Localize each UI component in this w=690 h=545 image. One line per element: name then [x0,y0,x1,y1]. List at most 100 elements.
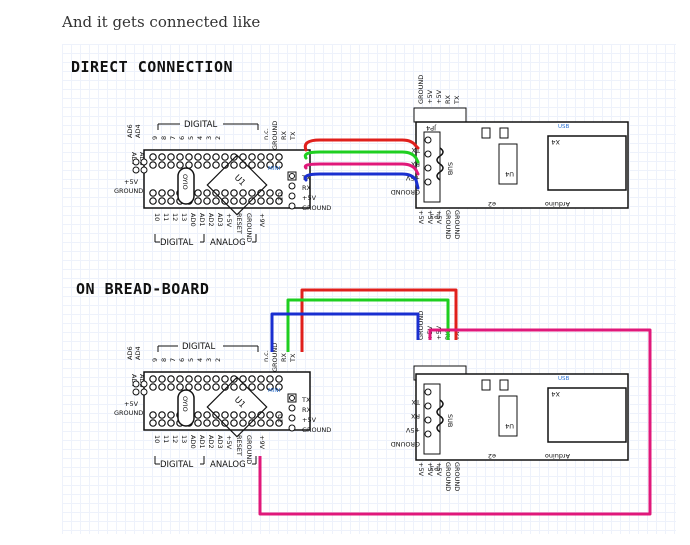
svg-text:GROUND: GROUND [245,435,253,464]
svg-text:GROUND: GROUND [114,409,143,417]
intro-text: And it gets connected like [62,13,261,31]
svg-text:e2: e2 [488,200,496,208]
mini-label: MINI [268,166,280,172]
breadboard-title: ON BREAD-BOARD [76,280,209,298]
svg-text:4: 4 [196,358,204,362]
svg-text:9: 9 [151,358,159,362]
svg-text:USB: USB [558,124,570,130]
usb-adapter-board-2: GROUND +5V +5V RX TX USB X4 JP3 SUB U4 e… [391,311,629,491]
svg-text:DIGITAL: DIGITAL [160,460,193,470]
svg-text:AD5: AD5 [138,374,146,388]
svg-text:5: 5 [187,136,195,140]
breadboard-wires [258,288,652,516]
svg-text:11: 11 [162,435,170,443]
svg-text:+5V: +5V [426,210,434,225]
svg-text:OYIO: OYIO [181,174,189,190]
wire-rx-breadboard [286,298,450,352]
digital-header-bottom: DIGITAL [160,238,193,248]
svg-text:JP3: JP3 [430,212,441,220]
svg-text:9: 9 [151,136,159,140]
arduino-mini-board-2: DIGITAL 9 8 7 6 5 4 3 2 n.c. GROUND RX T… [114,342,331,470]
svg-text:+5V: +5V [225,435,233,450]
svg-text:U4: U4 [505,170,514,178]
svg-text:AD7: AD7 [130,152,138,166]
wire-gnd-breadboard [270,312,420,352]
svg-text:U2: U2 [276,414,284,423]
svg-text:+5V: +5V [124,400,139,408]
svg-text:11: 11 [162,213,170,221]
svg-text:GROUND: GROUND [444,462,452,491]
svg-text:U4: U4 [505,422,514,430]
svg-text:SUB: SUB [446,162,454,175]
svg-text:MINI: MINI [268,388,280,394]
svg-text:+5V: +5V [225,213,233,228]
svg-text:GROUND: GROUND [245,213,253,242]
svg-text:7: 7 [169,358,177,362]
svg-text:DIGITAL: DIGITAL [182,342,215,352]
svg-text:AD4: AD4 [134,124,142,138]
svg-text:2: 2 [214,136,222,140]
svg-text:+5V: +5V [302,194,317,202]
svg-text:2: 2 [214,358,222,362]
svg-text:+5V: +5V [435,462,443,477]
svg-text:6: 6 [178,358,186,362]
wire-vcc-breadboard [258,328,652,516]
svg-text:7: 7 [169,136,177,140]
svg-text:GROUND: GROUND [271,121,279,150]
svg-text:GROUND: GROUND [302,426,331,434]
svg-text:GROUND: GROUND [391,188,420,196]
svg-text:+5V: +5V [124,178,139,186]
svg-text:TX: TX [289,131,297,141]
svg-text:GROUND: GROUND [271,343,279,372]
svg-text:Arduino: Arduino [545,452,570,460]
svg-text:+5V: +5V [302,416,317,424]
svg-text:RX: RX [410,412,420,420]
svg-text:AD1: AD1 [198,435,206,449]
svg-text:+5V: +5V [435,210,443,225]
svg-text:AD3: AD3 [216,213,224,227]
svg-text:12: 12 [171,435,179,443]
svg-text:GROUND: GROUND [114,187,143,195]
svg-text:TX: TX [411,146,421,154]
svg-text:GROUND: GROUND [391,440,420,448]
svg-text:RX: RX [302,406,312,414]
svg-text:USB: USB [558,376,570,382]
svg-text:OYIO: OYIO [181,396,189,412]
svg-text:n.c.: n.c. [262,350,270,362]
diagram-panel: DIRECT CONNECTION ON BREAD-BOARD DIGITAL [62,44,676,534]
svg-text:e2: e2 [488,452,496,460]
wire-tx-direct [303,138,420,152]
svg-text:GROUND: GROUND [453,210,461,239]
svg-text:GROUND: GROUND [444,210,452,239]
svg-text:TX: TX [301,396,311,404]
svg-text:13: 13 [180,435,188,443]
wire-vcc-direct [303,162,420,176]
arduino-mini-board-1: DIGITAL 9 8 7 6 5 4 3 2 n.c. GROUND RX T… [114,120,331,248]
wiring-diagram: DIRECT CONNECTION ON BREAD-BOARD DIGITAL [71,58,652,516]
svg-text:RX: RX [280,352,288,362]
svg-text:JP3: JP3 [430,464,441,472]
svg-text:5: 5 [187,358,195,362]
svg-text:3: 3 [205,358,213,362]
svg-text:+9V: +9V [258,435,266,450]
svg-text:X4: X4 [551,138,560,146]
svg-text:+5V: +5V [426,462,434,477]
svg-text:AD3: AD3 [216,435,224,449]
svg-text:3: 3 [205,136,213,140]
svg-text:RX: RX [302,184,312,192]
digital-header-top: DIGITAL [184,120,217,130]
svg-text:+5V: +5V [417,210,425,225]
svg-text:X4: X4 [551,390,560,398]
svg-text:GROUND: GROUND [417,311,425,340]
svg-text:Arduino: Arduino [545,200,570,208]
svg-text:8: 8 [160,358,168,362]
svg-text:10: 10 [153,213,161,221]
svg-text:8: 8 [160,136,168,140]
svg-text:GROUND: GROUND [453,462,461,491]
svg-text:n.c.: n.c. [262,128,270,140]
wire-tx-breadboard [300,288,458,352]
svg-text:TX: TX [289,353,297,363]
svg-text:AD1: AD1 [198,213,206,227]
svg-text:6: 6 [178,136,186,140]
usb-adapter-board-1: GROUND +5V +5V RX TX USB X4 JP4 JP3 SUB … [391,75,629,239]
